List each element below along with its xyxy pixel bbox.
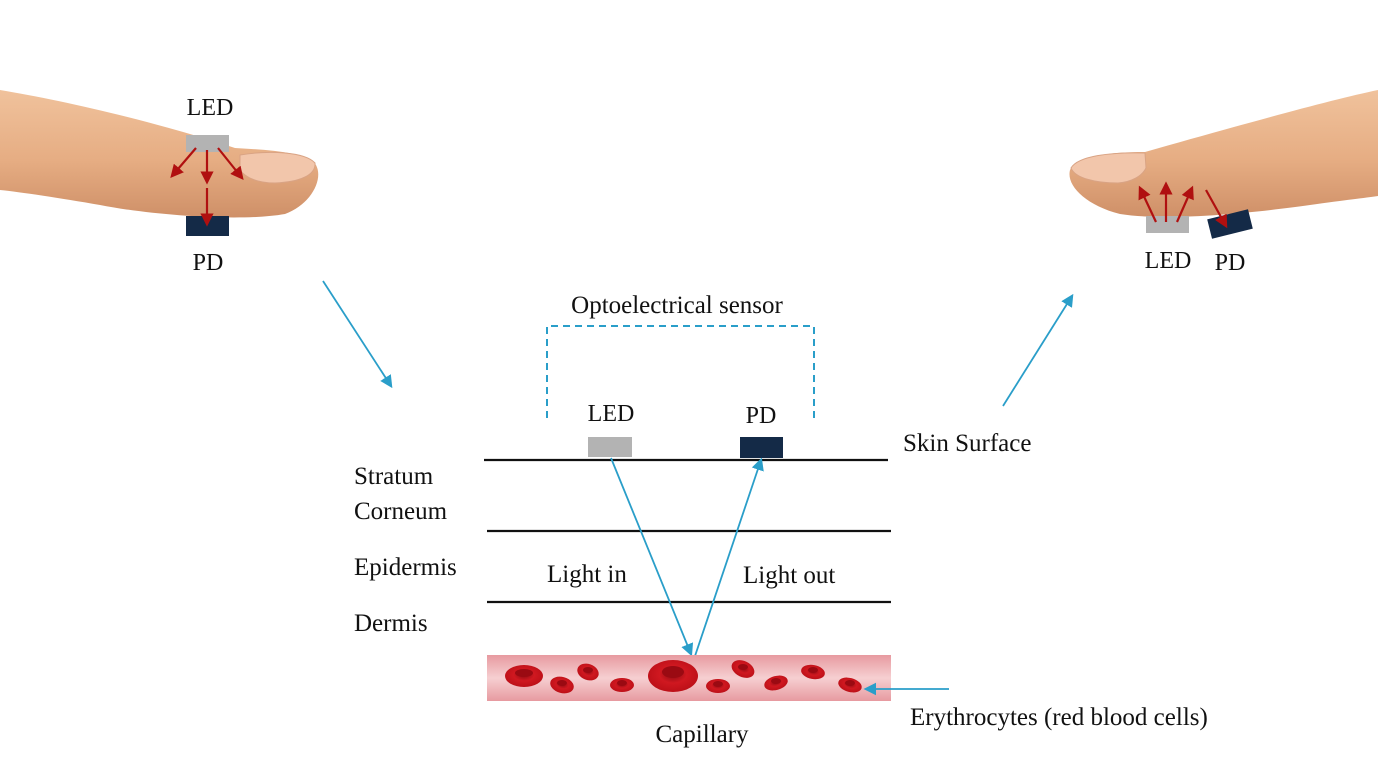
red-blood-cell [731,660,755,678]
red-blood-cell [764,675,788,691]
red-blood-cell [838,677,862,693]
red-blood-cells [505,660,862,694]
left-connector-arrow [322,280,393,389]
left-finger-illustration: LED PD [0,90,319,276]
left-emission-arrow-1 [170,147,197,179]
left-finger-shape [0,90,319,218]
red-blood-cell [550,676,574,694]
right-fingernail [1070,152,1147,184]
right-emission-arrow-1 [1138,185,1157,223]
light-out-path [694,457,764,657]
skin-surface-label: Skin Surface [903,430,1031,457]
left-fingernail [239,151,316,184]
right-finger-illustration: LED PD [1069,90,1378,276]
light-out-label: Light out [743,562,835,589]
red-blood-cell [505,665,543,687]
left-emission-arrow-3 [217,147,244,181]
light-in-label: Light in [547,561,627,588]
sensor-led [588,437,632,457]
red-blood-cell [577,663,599,681]
left-led-label: LED [187,95,234,121]
left-led [186,135,229,152]
epidermis-label: Epidermis [354,554,457,581]
right-finger-shape [1069,90,1378,217]
sensor-led-label: LED [588,401,635,427]
sensor-label: Optoelectrical sensor [571,292,783,319]
capillary-label: Capillary [655,721,749,748]
right-pd-label: PD [1215,250,1246,276]
red-blood-cell [610,678,634,692]
red-blood-cell [801,664,825,680]
left-pd-label: PD [193,250,224,276]
right-emission-arrow-4 [1205,189,1228,229]
right-led [1146,216,1189,233]
sensor-pd [740,437,783,458]
right-connector-arrow [1002,293,1074,407]
erythrocytes-label: Erythrocytes (red blood cells) [910,704,1208,731]
right-led-label: LED [1145,248,1192,274]
red-blood-cell [648,660,698,692]
light-in-path [610,457,694,657]
sensor-pd-label: PD [746,403,777,429]
dermis-label: Dermis [354,610,428,637]
red-blood-cell [706,679,730,693]
stratum-label-line1: Stratum [354,463,434,490]
stratum-label-line2: Corneum [354,498,448,525]
right-emission-arrow-3 [1175,185,1194,223]
